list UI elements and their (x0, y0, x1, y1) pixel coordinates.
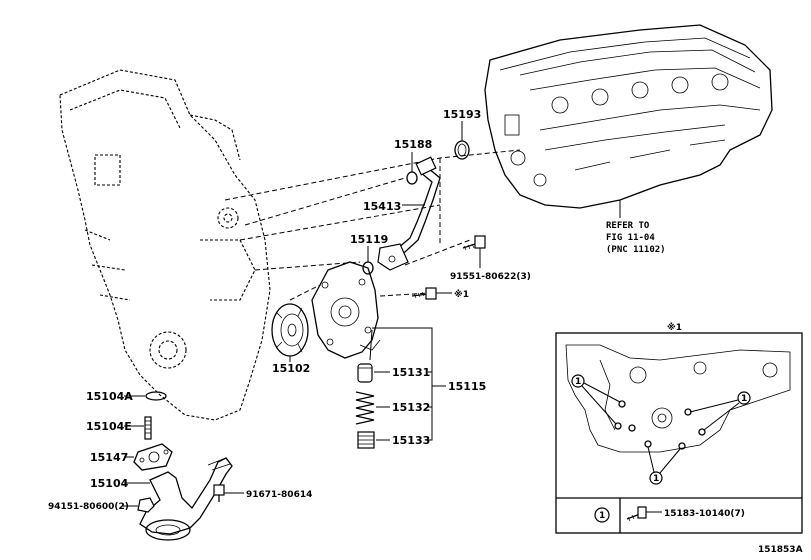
label-15193: 15193 (443, 108, 481, 121)
cylinder-block (484, 24, 773, 209)
inset-marker-left: 1 (575, 377, 581, 387)
label-15188: 15188 (394, 138, 432, 151)
refer-line-1: REFER TO (606, 221, 650, 231)
label-15104E: 15104E (86, 420, 132, 433)
relief-plug-15133 (357, 431, 390, 449)
label-94151-80600: 94151-80600(2) (48, 502, 129, 512)
timing-cover-outline (59, 69, 271, 421)
label-91551-80622: 91551-80622(3) (450, 272, 531, 282)
stud-15104E (124, 416, 152, 440)
o-ring-15193 (454, 121, 470, 160)
inset-title: ※1 (667, 322, 682, 333)
bracket-15115 (372, 327, 446, 441)
label-15132: 15132 (392, 401, 430, 414)
label-15115: 15115 (448, 380, 486, 393)
label-note-1: ※1 (454, 289, 469, 300)
label-15133: 15133 (392, 434, 430, 447)
oil-strainer-15104 (124, 457, 233, 541)
diagram-id: 151853A (758, 545, 803, 555)
refer-line-2: FIG 11-04 (606, 233, 655, 243)
relief-spring-15132 (355, 391, 390, 425)
nut-94151-80600 (122, 497, 155, 513)
label-15104: 15104 (90, 477, 129, 490)
bolt-91551-80622 (462, 235, 486, 268)
label-15104A: 15104A (86, 390, 133, 403)
inset-marker-right: 1 (741, 394, 747, 404)
inset-box: ※1 1 1 1 1 (555, 322, 803, 534)
bolt-note-1 (411, 287, 452, 300)
gasket-15104A (124, 391, 167, 401)
label-15119: 15119 (350, 233, 388, 246)
label-91671-80614: 91671-80614 (246, 490, 312, 500)
inset-marker-bottom: 1 (653, 474, 659, 484)
gasket-15119 (362, 246, 374, 275)
refer-line-3: (PNC 11102) (606, 245, 666, 255)
refer-to-note: REFER TO FIG 11-04 (PNC 11102) (606, 200, 666, 255)
oil-pipe-15413 (377, 156, 441, 271)
label-15413: 15413 (363, 200, 401, 213)
gasket-15147 (124, 443, 173, 471)
label-15147: 15147 (90, 451, 128, 464)
bolt-91671-80614 (213, 484, 244, 502)
label-15183-10140: 15183-10140(7) (664, 509, 745, 519)
relief-valve-15131 (357, 363, 390, 383)
label-15102: 15102 (272, 362, 310, 375)
assembly-lines (224, 149, 521, 301)
inset-legend-marker: 1 (599, 511, 605, 521)
label-15131: 15131 (392, 366, 430, 379)
gasket-15188 (406, 152, 418, 185)
oil-pump-rotor-15102 (271, 303, 309, 362)
oil-pump-body (311, 261, 381, 361)
